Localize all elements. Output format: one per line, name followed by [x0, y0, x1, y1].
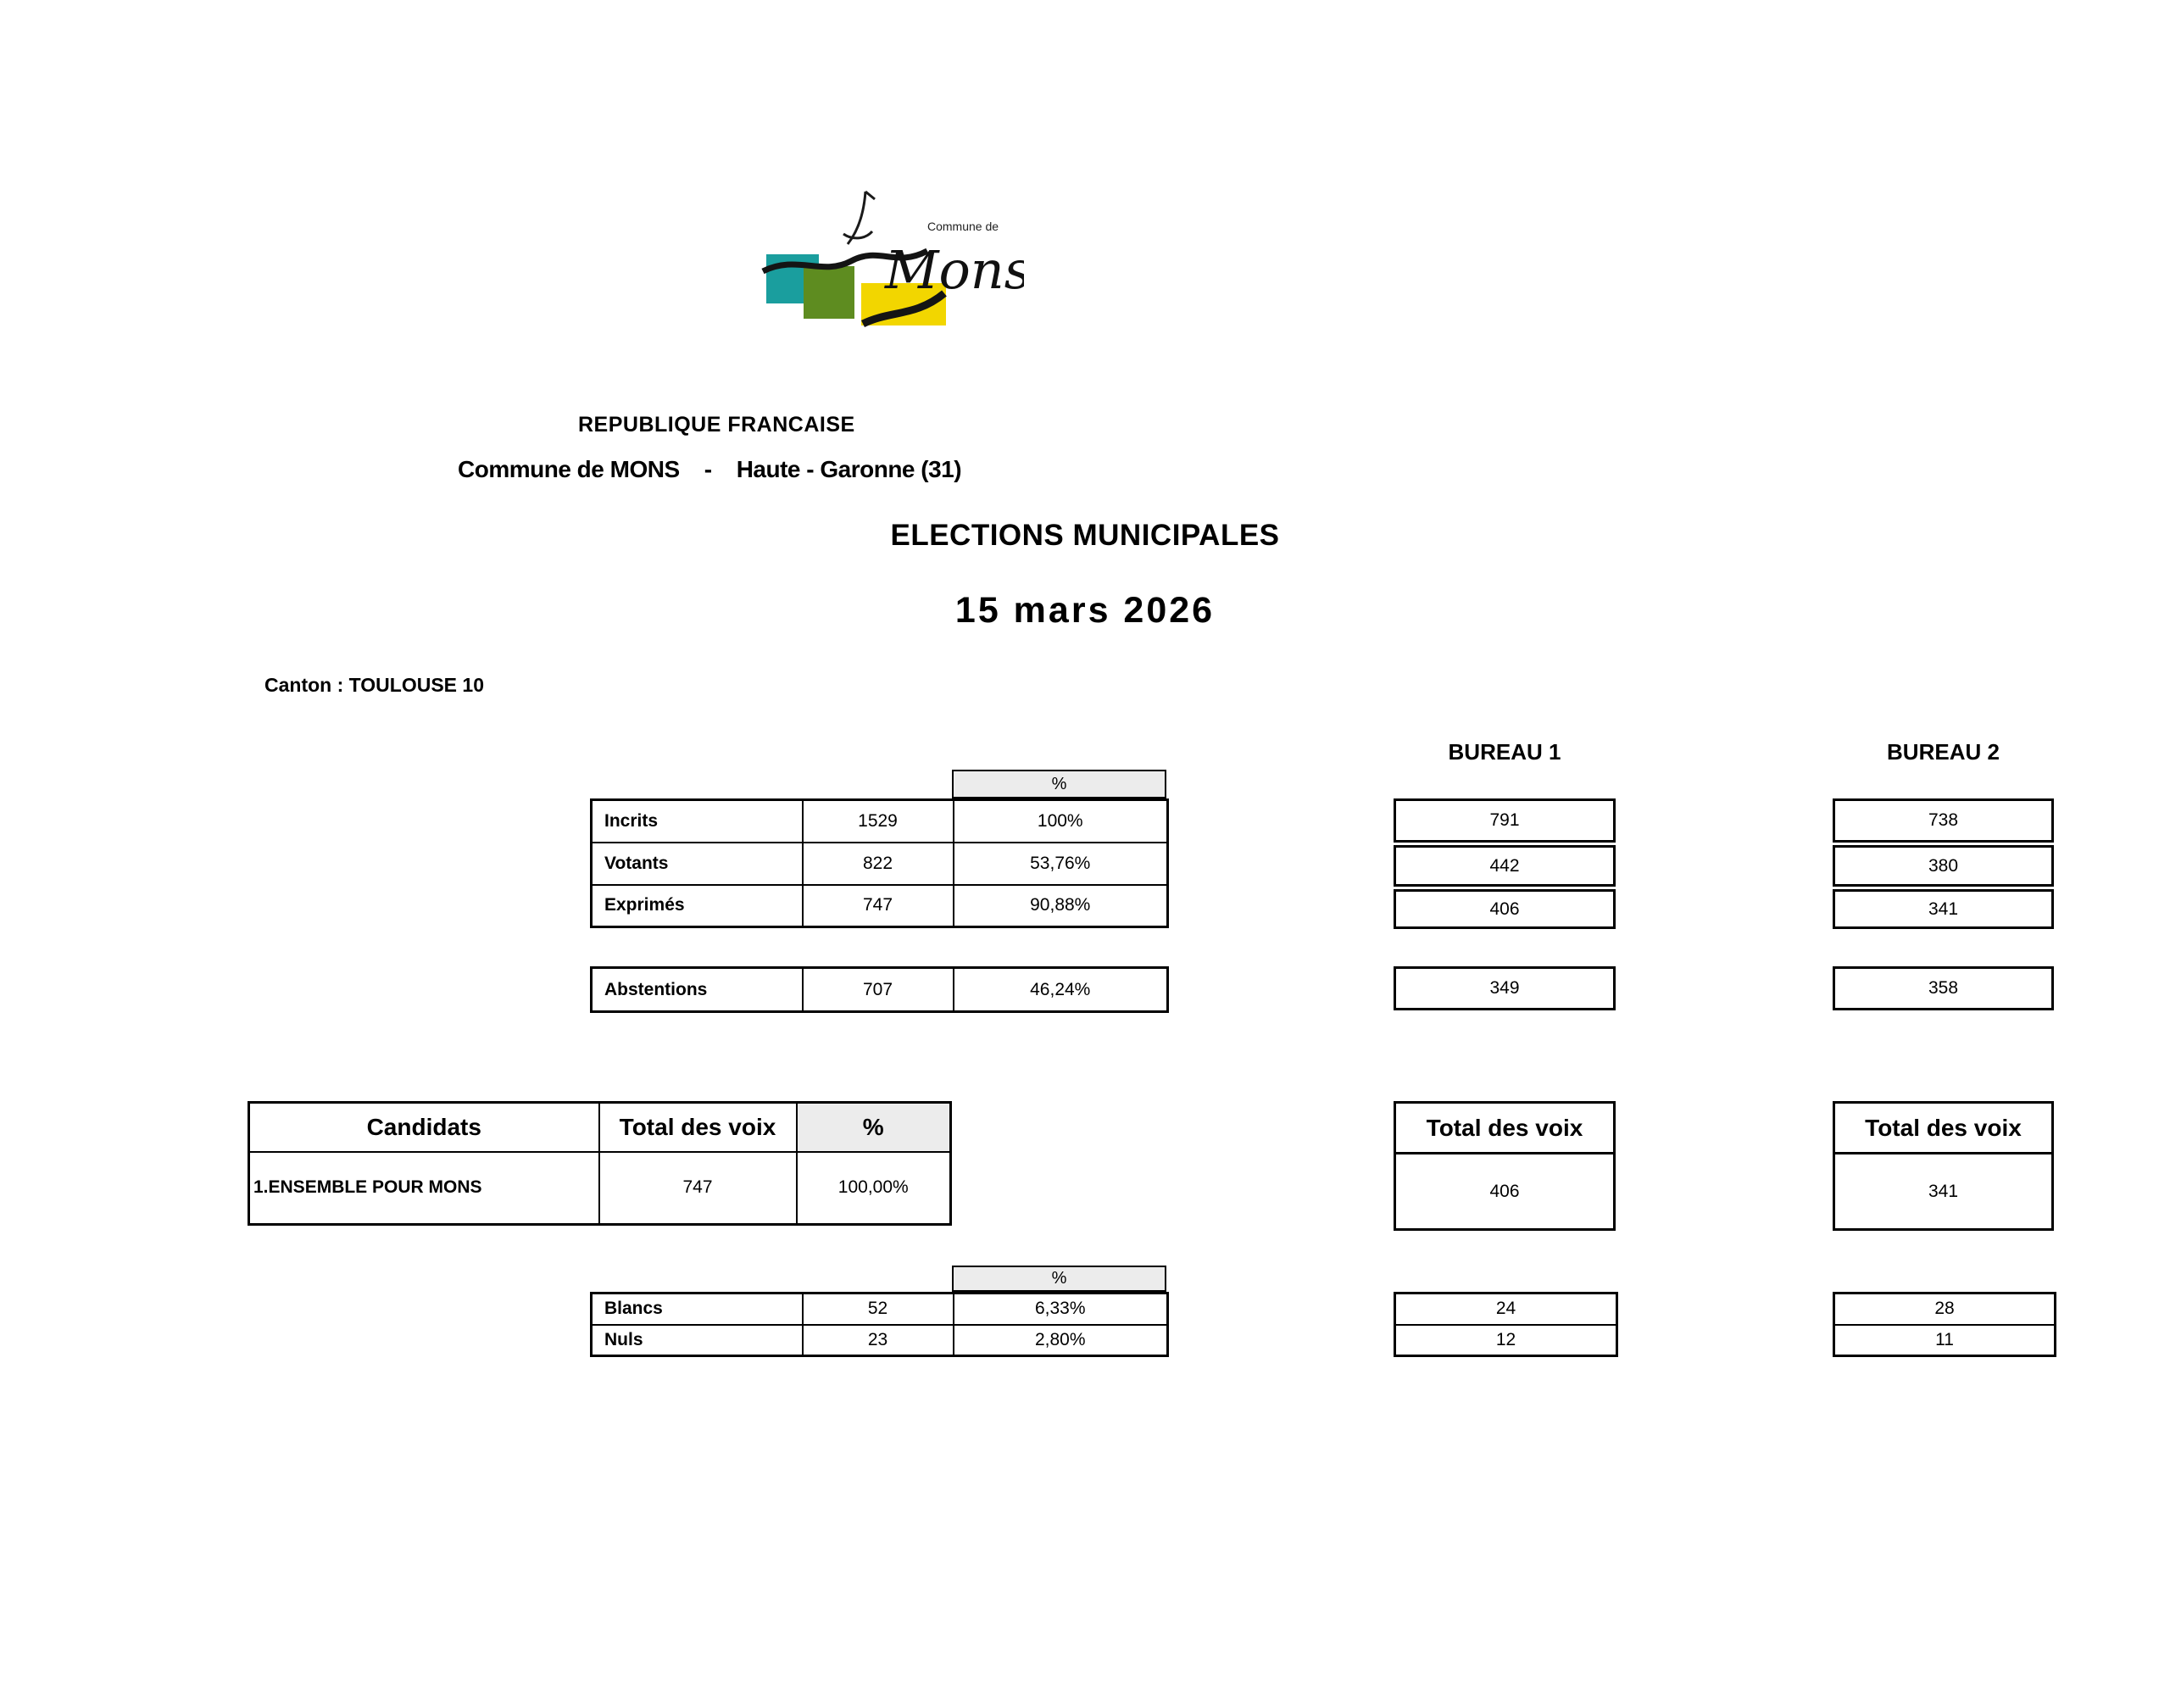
logo-figure-icon — [843, 190, 876, 245]
bureau1-inscrits-box: 791 — [1394, 798, 1616, 843]
bureau1-invalid-table: 24 12 — [1394, 1292, 1618, 1357]
bureau1-blancs-row: 24 — [1394, 1292, 1618, 1326]
stats-percent-header: % — [952, 770, 1166, 798]
stats-total-inscrits: 1529 — [801, 798, 954, 843]
abstentions-total: 707 — [801, 966, 954, 1013]
invalid-table: Blancs 52 6,33% Nuls 23 2,80% — [590, 1292, 1169, 1357]
bureau1-abstentions-box: 349 — [1394, 966, 1616, 1010]
bureau2-exprimes-box: 341 — [1833, 889, 2054, 929]
nuls-label: Nuls — [590, 1323, 804, 1357]
bureau2-votants-box: 380 — [1833, 845, 2054, 887]
logo-underline-icon — [860, 290, 947, 328]
blancs-label: Blancs — [590, 1292, 804, 1326]
bureau1-blancs: 24 — [1394, 1292, 1618, 1326]
abstentions-row: Abstentions 707 46,24% — [590, 966, 1169, 1013]
bureau2-blancs-row: 28 — [1833, 1292, 2056, 1326]
candidates-header-row: Candidats Total des voix % — [248, 1101, 952, 1153]
bureau2-blancs: 28 — [1833, 1292, 2056, 1326]
candidate-percent: 100,00% — [795, 1150, 952, 1226]
stats-table: Incrits 1529 100% Votants 822 53,76% Exp… — [590, 798, 1169, 928]
bureau1-nuls-row: 12 — [1394, 1323, 1618, 1357]
commune-logo: Commune de Mons — [761, 183, 1032, 336]
blancs-total: 52 — [801, 1292, 954, 1326]
candidates-header-percent: % — [795, 1101, 952, 1153]
candidate-name: 1.ENSEMBLE POUR MONS — [248, 1150, 600, 1226]
nuls-total: 23 — [801, 1323, 954, 1357]
bureau2-nuls: 11 — [1833, 1323, 2056, 1357]
election-date: 15 mars 2026 — [954, 590, 1216, 631]
bureau1-votants-box: 442 — [1394, 845, 1616, 887]
invalid-percent-header: % — [952, 1266, 1166, 1292]
bureau1-nuls: 12 — [1394, 1323, 1618, 1357]
nuls-percent: 2,80% — [952, 1323, 1169, 1357]
bureau1-candidate-votes: 406 — [1489, 1181, 1520, 1201]
commune-logo-graphic: Commune de Mons — [761, 190, 1032, 328]
nuls-row: Nuls 23 2,80% — [590, 1323, 1169, 1357]
logo-commune-label: Commune de — [927, 220, 999, 233]
candidates-header-total: Total des voix — [598, 1101, 798, 1153]
canton-label: Canton : TOULOUSE 10 — [264, 674, 484, 696]
blancs-row: Blancs 52 6,33% — [590, 1292, 1169, 1326]
stats-row-votants: Votants 822 53,76% — [590, 841, 1169, 886]
bureau1-total-header: Total des voix — [1396, 1104, 1613, 1154]
bureau2-header: BUREAU 2 — [1887, 739, 2000, 765]
republic-heading: REPUBLIQUE FRANCAISE — [578, 413, 855, 437]
logo-swoosh-icon — [761, 248, 929, 275]
bureau2-candidate-votes: 341 — [1928, 1181, 1959, 1201]
bureau1-candidate-total-box: Total des voix 406 — [1394, 1101, 1616, 1231]
bureau2-nuls-row: 11 — [1833, 1323, 2056, 1357]
candidates-table: Candidats Total des voix % 1.ENSEMBLE PO… — [248, 1101, 952, 1226]
bureau2-invalid-table: 28 11 — [1833, 1292, 2056, 1357]
bureau1-header: BUREAU 1 — [1448, 739, 1561, 765]
candidate-total: 747 — [598, 1150, 798, 1226]
elections-title: ELECTIONS MUNICIPALES — [890, 519, 1280, 552]
commune-line: Commune de MONS - Haute - Garonne (31) — [458, 456, 962, 482]
stats-total-votants: 822 — [801, 841, 954, 886]
stats-percent-votants: 53,76% — [952, 841, 1169, 886]
candidate-row: 1.ENSEMBLE POUR MONS 747 100,00% — [248, 1150, 952, 1226]
stats-row-inscrits: Incrits 1529 100% — [590, 798, 1169, 843]
bureau2-inscrits-box: 738 — [1833, 798, 2054, 843]
stats-label-votants: Votants — [590, 841, 804, 886]
bureau1-exprimes-box: 406 — [1394, 889, 1616, 929]
bureau2-total-header: Total des voix — [1835, 1104, 2051, 1154]
stats-label-inscrits: Incrits — [590, 798, 804, 843]
logo-green-block — [804, 266, 854, 319]
bureau2-candidate-total-box: Total des voix 341 — [1833, 1101, 2054, 1231]
stats-percent-exprimes: 90,88% — [952, 883, 1169, 928]
logo-name: Mons — [884, 239, 1024, 301]
stats-total-exprimes: 747 — [801, 883, 954, 928]
stats-label-exprimes: Exprimés — [590, 883, 804, 928]
stats-percent-inscrits: 100% — [952, 798, 1169, 843]
abstentions-percent: 46,24% — [952, 966, 1169, 1013]
abstentions-label: Abstentions — [590, 966, 804, 1013]
stats-row-exprimes: Exprimés 747 90,88% — [590, 883, 1169, 928]
abstentions-table: Abstentions 707 46,24% — [590, 966, 1169, 1013]
bureau2-abstentions-box: 358 — [1833, 966, 2054, 1010]
blancs-percent: 6,33% — [952, 1292, 1169, 1326]
candidates-header-candidats: Candidats — [248, 1101, 600, 1153]
